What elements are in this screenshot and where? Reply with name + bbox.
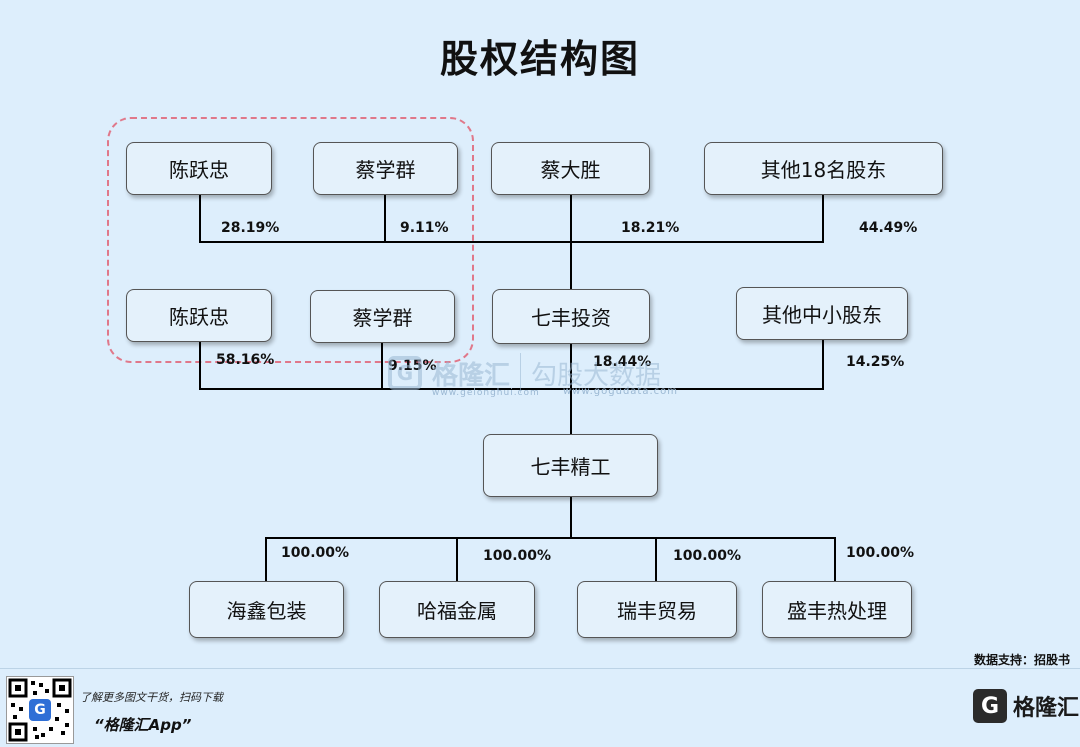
node-other-small-shareholders: 其他中小股东 <box>736 287 908 340</box>
connector-haixin <box>265 537 267 581</box>
node-qifeng-jinggong: 七丰精工 <box>483 434 658 497</box>
node-cai-xuequn-top: 蔡学群 <box>313 142 458 195</box>
node-ruifeng-trade: 瑞丰贸易 <box>577 581 737 638</box>
pct-others-small: 14.25% <box>846 354 905 370</box>
pct-shengfeng: 100.00% <box>846 545 915 561</box>
footer-divider <box>0 668 1080 669</box>
node-other-18-shareholders: 其他18名股东 <box>704 142 943 195</box>
watermark-url-2: www.gogudata.com <box>563 386 679 397</box>
watermark-brand: 格隆汇 <box>432 360 511 391</box>
node-cai-dasheng: 蔡大胜 <box>491 142 650 195</box>
pct-qifeng-invest: 18.44% <box>593 354 652 370</box>
footer-promo-text: 了解更多图文干货，扫码下载 <box>80 691 223 704</box>
bus-bottom <box>265 537 836 539</box>
pct-chen-top: 28.19% <box>221 220 280 236</box>
watermark-tagline: 勾股大数据 <box>531 360 662 391</box>
pct-haixin: 100.00% <box>281 545 350 561</box>
data-source: 数据支持：招股书 <box>973 653 1070 667</box>
connector-others18 <box>822 194 824 242</box>
qr-code[interactable]: G <box>6 676 74 744</box>
pct-cai-top: 9.11% <box>400 220 449 236</box>
bus-top <box>199 241 824 243</box>
watermark-url-1: www.gelonghui.com <box>432 388 540 398</box>
trunk-mid <box>570 388 572 434</box>
qr-brand-badge: G <box>29 699 51 721</box>
founder-highlight-frame <box>107 117 474 363</box>
watermark-divider <box>520 353 522 393</box>
connector-caidasheng <box>570 194 572 242</box>
watermark-g-icon: G <box>388 356 422 390</box>
connector-cai1 <box>384 194 386 242</box>
connector-qifeng-invest <box>570 344 572 389</box>
node-shengfeng-heat-treatment: 盛丰热处理 <box>762 581 912 638</box>
pct-ruifeng: 100.00% <box>673 548 742 564</box>
node-hafu-metal: 哈福金属 <box>379 581 535 638</box>
connector-cai2 <box>381 342 383 389</box>
pct-chen-mid: 58.16% <box>216 352 275 368</box>
trunk-bottom <box>570 497 572 538</box>
connector-chen2 <box>199 342 201 389</box>
brand-g-icon: G <box>973 689 1007 723</box>
watermark: G 格隆汇 勾股大数据 <box>388 350 708 396</box>
connector-chen1 <box>199 194 201 242</box>
node-qifeng-investment: 七丰投资 <box>492 289 650 344</box>
pct-cai-mid: 9.15% <box>388 358 437 374</box>
trunk-top <box>570 241 572 289</box>
connector-shengfeng <box>834 537 836 581</box>
footer-app-name: “格隆汇App” <box>94 716 192 734</box>
page-title: 股权结构图 <box>439 37 640 81</box>
bus-mid <box>199 388 824 390</box>
qr-pattern-icon <box>8 678 72 742</box>
node-haixin-packaging: 海鑫包装 <box>189 581 344 638</box>
brand-logo: G 格隆汇 <box>973 689 1079 723</box>
brand-logo-text: 格隆汇 <box>1013 696 1080 721</box>
node-chen-yuezhong-mid: 陈跃忠 <box>126 289 272 342</box>
connector-hafu <box>456 537 458 581</box>
connector-ruifeng <box>655 537 657 581</box>
pct-caidasheng: 18.21% <box>621 220 680 236</box>
pct-hafu: 100.00% <box>483 548 552 564</box>
connector-others-small <box>822 340 824 389</box>
pct-others18: 44.49% <box>859 220 918 236</box>
node-chen-yuezhong-top: 陈跃忠 <box>126 142 272 195</box>
node-cai-xuequn-mid: 蔡学群 <box>310 290 455 343</box>
